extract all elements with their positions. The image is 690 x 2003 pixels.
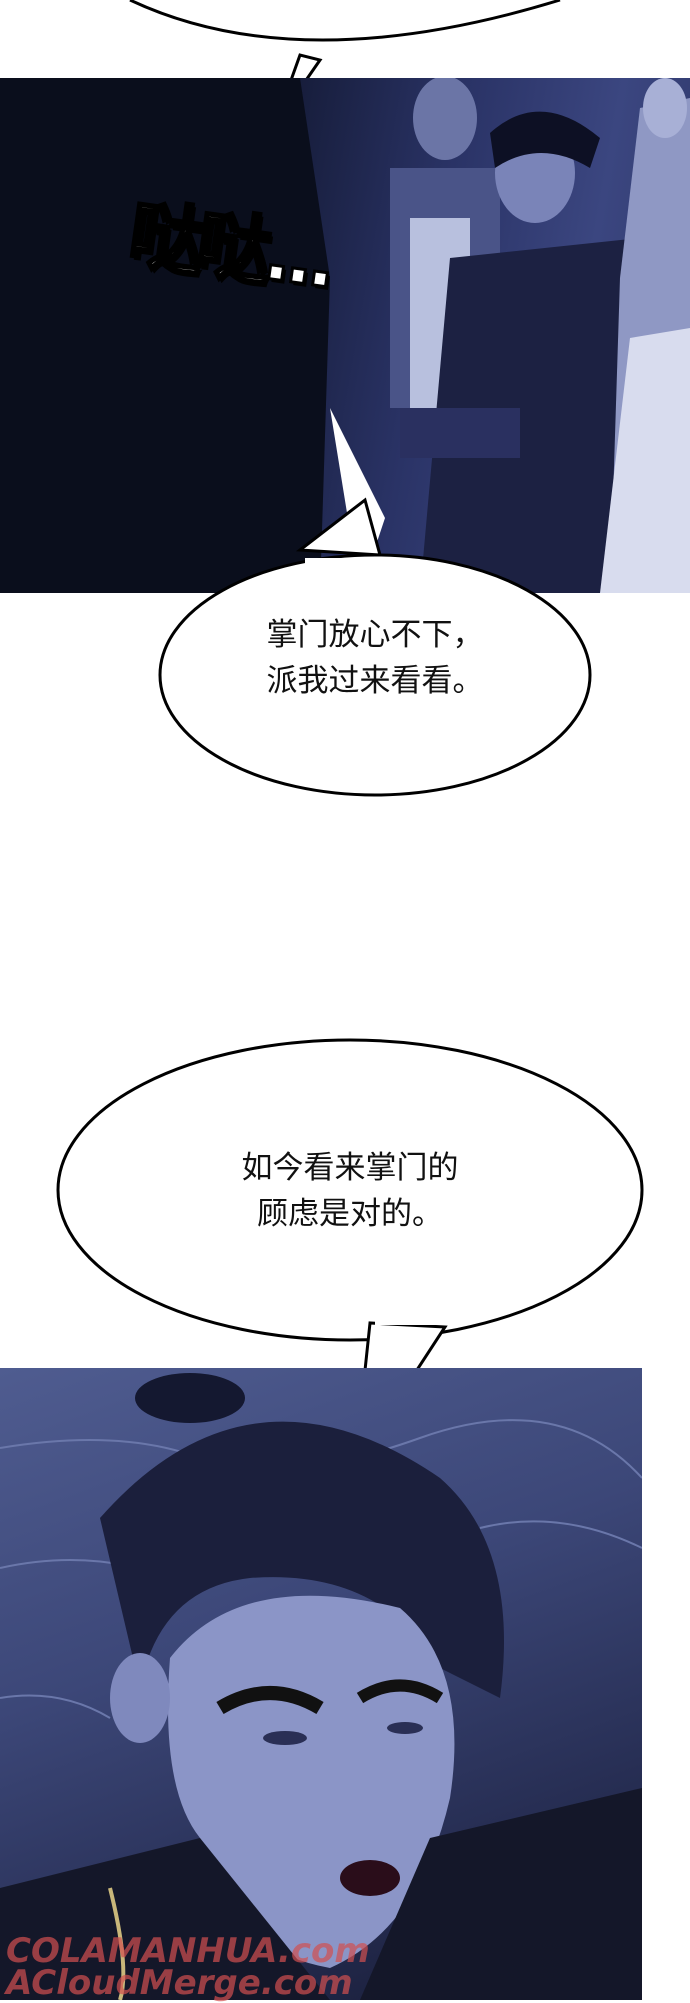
- bubble-2-line-1: 如今看来掌门的: [241, 1150, 459, 1186]
- bubble-1-line-1: 掌门放心不下，: [266, 617, 484, 653]
- bubble-2-line-2: 顾虑是对的。: [257, 1196, 443, 1232]
- bottom-panel: [0, 1368, 642, 2000]
- watermark: COLAMANHUA.com ACloudMerge.com: [6, 1931, 370, 2003]
- watermark-line-2: ACloudMerge.com: [6, 1963, 353, 2003]
- scene-illustration-bottom: [0, 1373, 642, 2000]
- speech-bubble-2-text: 如今看来掌门的 顾虑是对的。: [170, 1145, 530, 1237]
- top-panel: 哒哒...: [0, 78, 690, 593]
- scene-illustration-top: [0, 78, 690, 593]
- speech-bubble-1: [158, 497, 592, 797]
- watermark-line-1: COLAMANHUA.com: [6, 1931, 370, 1971]
- bubble-1-line-2: 派我过来看看。: [266, 663, 484, 699]
- speech-bubble-1-text: 掌门放心不下， 派我过来看看。: [220, 612, 530, 704]
